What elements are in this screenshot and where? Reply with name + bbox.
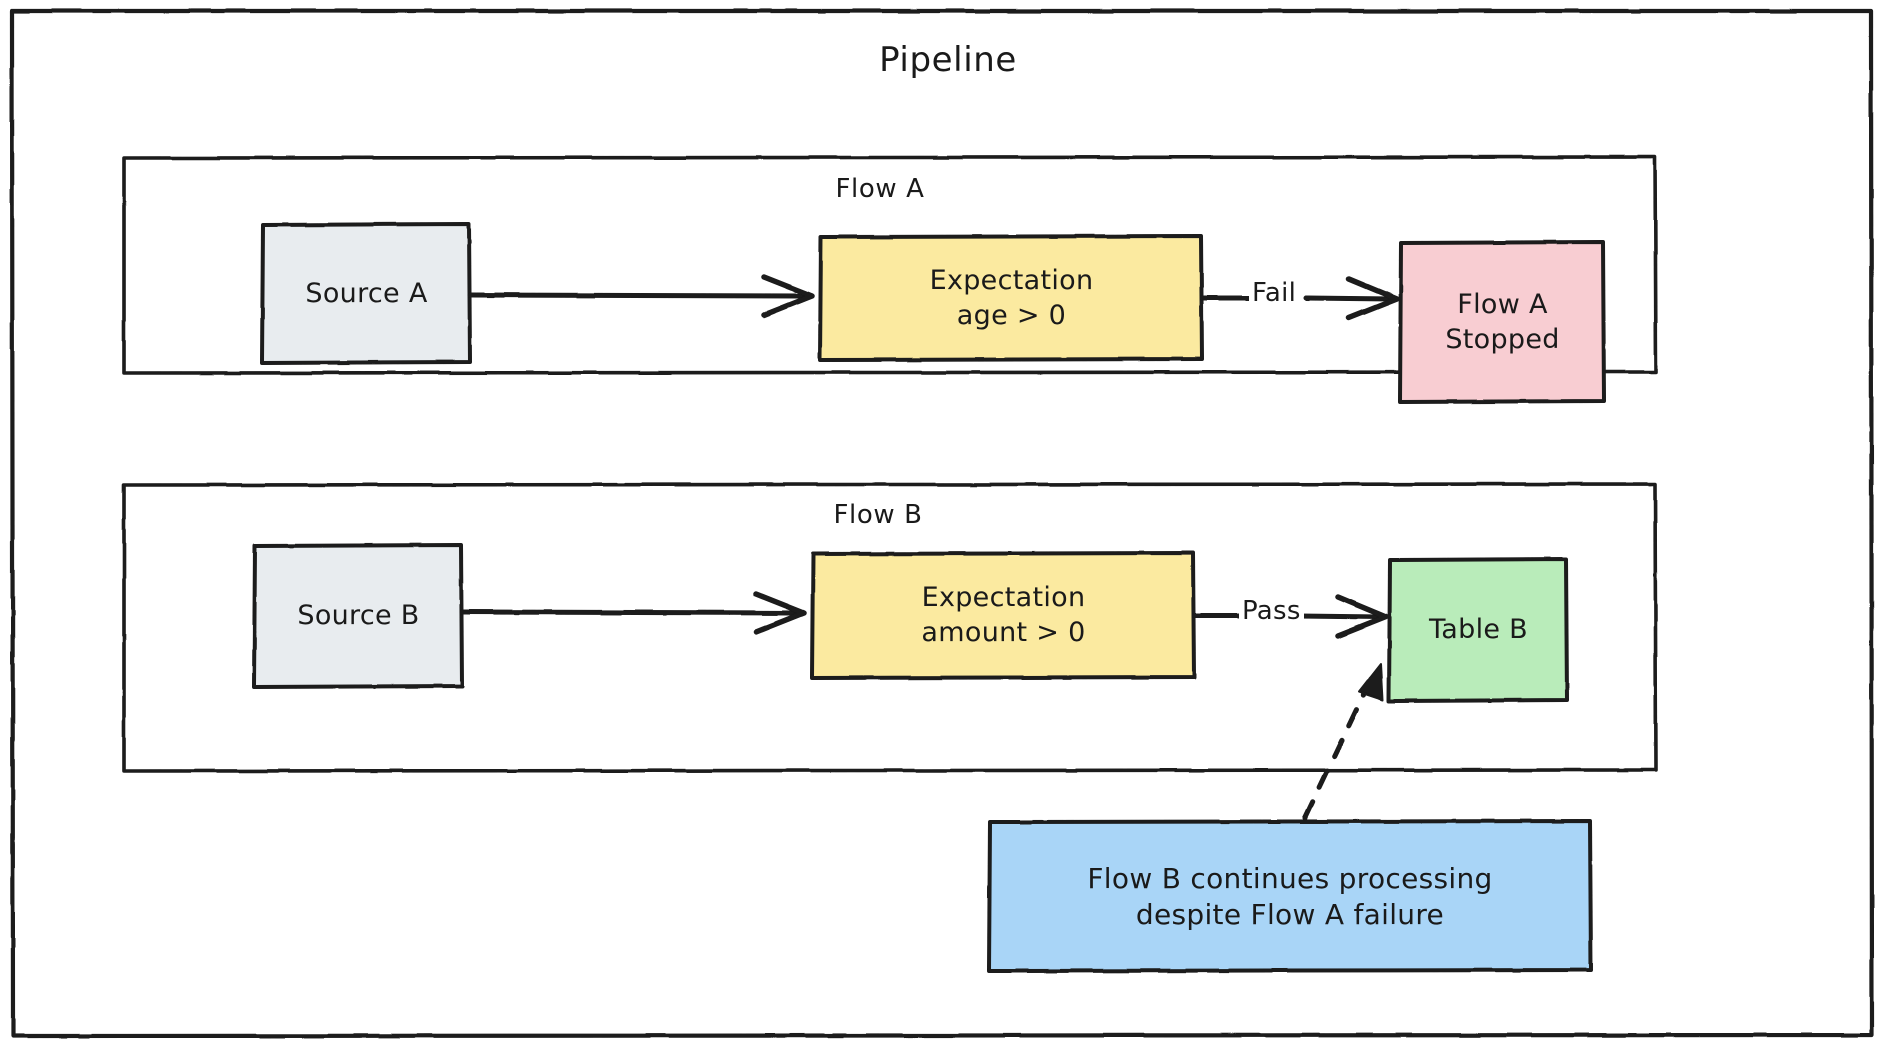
source-b-node[interactable] [255, 546, 462, 687]
edge-source-a-to-expectation-a [467, 274, 815, 318]
source-a-label: Source A [305, 277, 428, 309]
edge-expectation-a-to-flow-a-stopped [1199, 276, 1400, 321]
edge-note-to-table-b [1302, 663, 1384, 821]
flow-a-group-title: Flow A [835, 174, 925, 204]
expectation-a-node[interactable] [821, 237, 1202, 360]
note-flow-b-node[interactable] [990, 822, 1590, 971]
source-a-node[interactable] [263, 225, 470, 363]
table-b-label: Table B [1428, 614, 1529, 646]
flow-a-stopped-node[interactable] [1401, 243, 1604, 402]
expectation-b-label: Expectation amount > 0 [921, 582, 1086, 648]
expectation-a-label: Expectation age > 0 [929, 264, 1094, 331]
source-b-label: Source B [297, 600, 420, 632]
table-b-node[interactable] [1390, 560, 1567, 701]
edge-label-fail: Fail [1249, 278, 1300, 308]
page-title: Pipeline [879, 40, 1017, 80]
flow-a-stopped-label: Flow A Stopped [1445, 288, 1560, 355]
edge-label-pass: Pass [1239, 596, 1304, 626]
expectation-b-node[interactable] [813, 554, 1194, 678]
note-flow-b-label: Flow B continues processing despite Flow… [1087, 861, 1493, 931]
flow-b-group-title: Flow B [833, 500, 923, 530]
edge-source-b-to-expectation-b [459, 591, 807, 635]
